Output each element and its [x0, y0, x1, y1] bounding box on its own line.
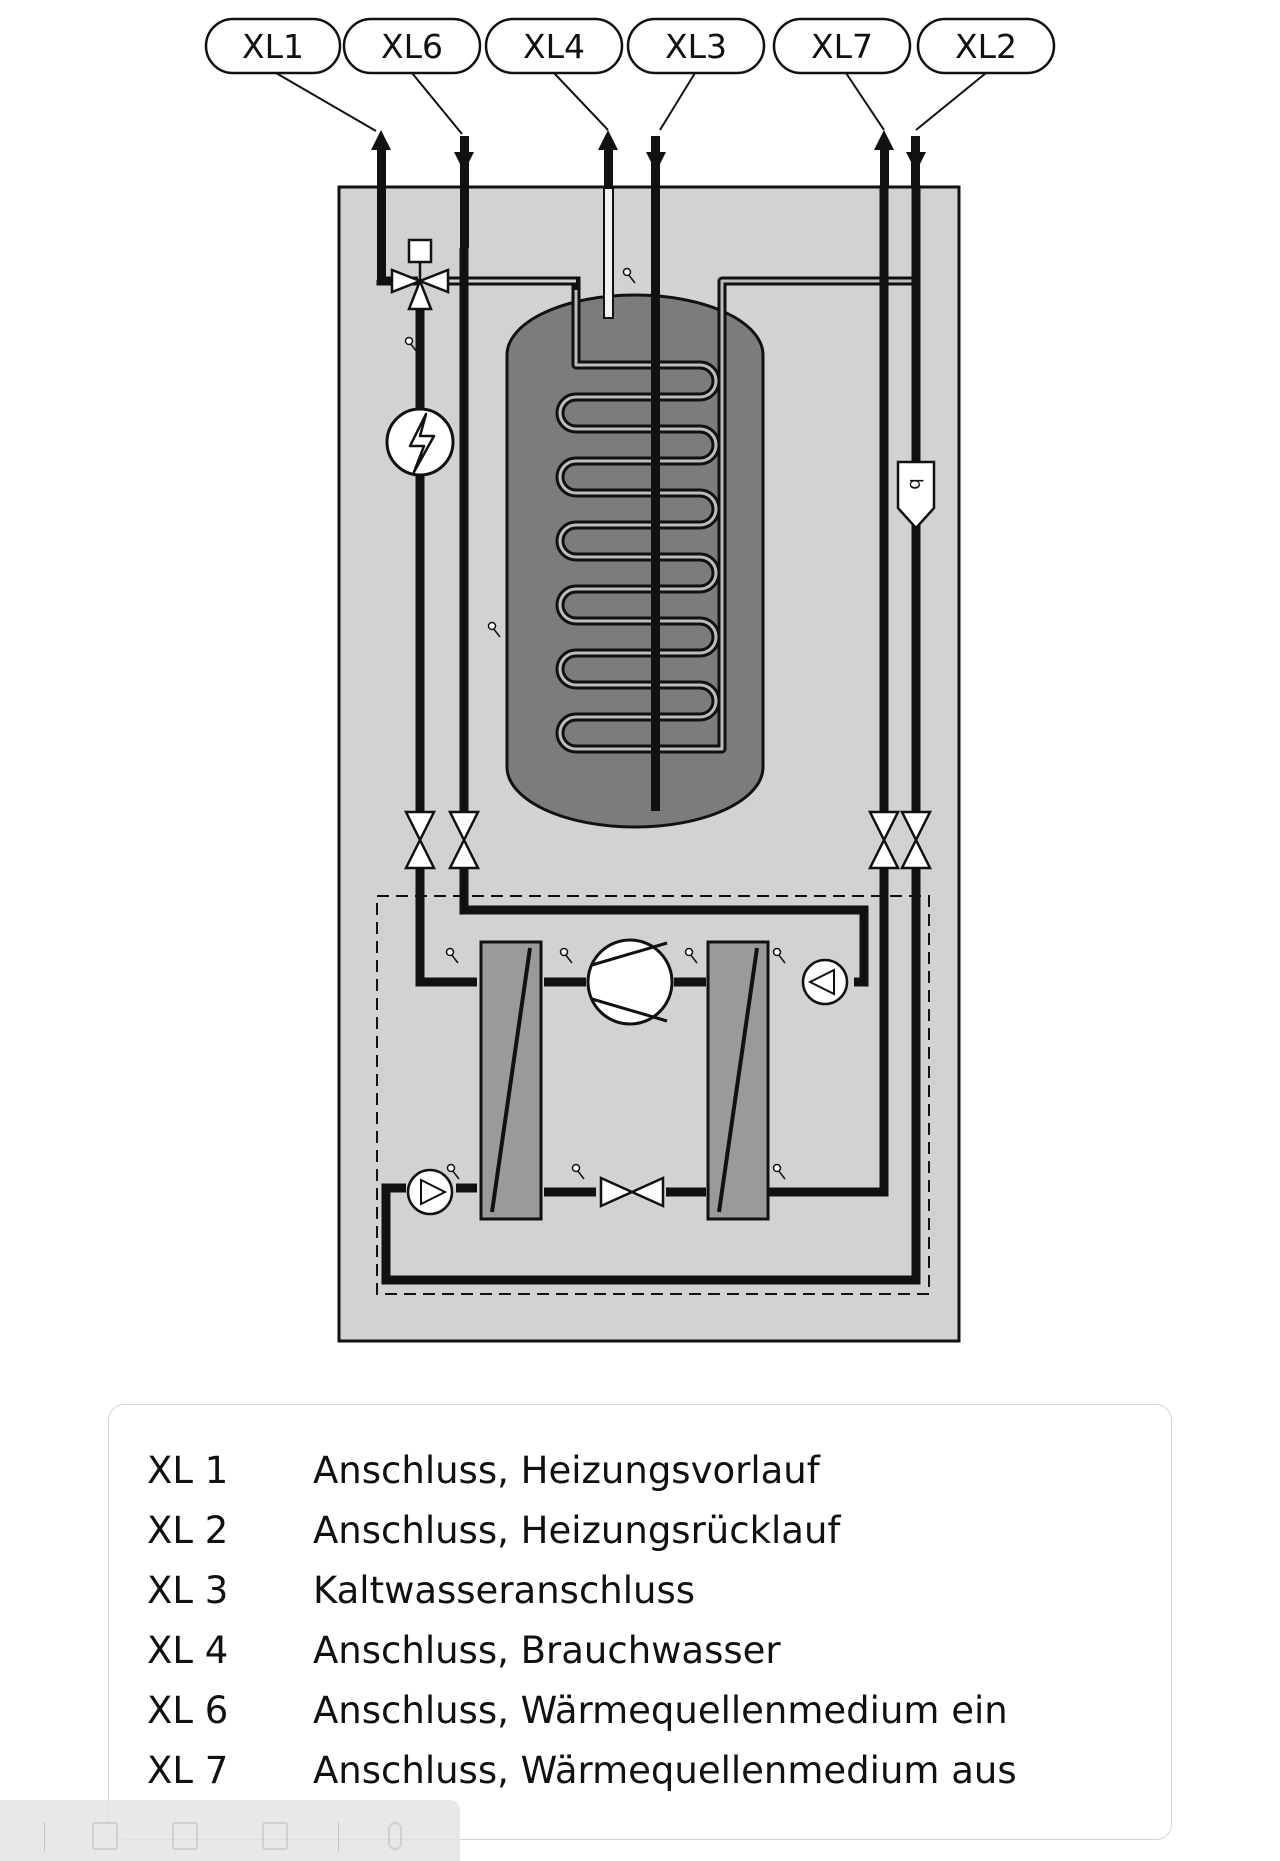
- page-fit-icon[interactable]: [92, 1822, 118, 1850]
- callout-xl6-label: XL6: [381, 27, 443, 66]
- pump-icon: [406, 1168, 454, 1216]
- legend-row-xl4: XL 4 Anschluss, Brauchwasser: [147, 1627, 781, 1675]
- connection-pipes: [371, 130, 926, 282]
- legend-code: XL 2: [147, 1509, 229, 1552]
- compressor-icon: [586, 938, 674, 1026]
- export-icon[interactable]: [262, 1822, 288, 1850]
- callout-xl1[interactable]: XL1: [204, 17, 377, 132]
- legend-code: XL 3: [147, 1569, 229, 1612]
- condenser: [479, 940, 543, 1221]
- callout-xl7-label: XL7: [811, 27, 873, 66]
- legend-description: Anschluss, Heizungsvorlauf: [313, 1449, 820, 1492]
- pump-icon: [801, 958, 849, 1006]
- legend-code: XL 7: [147, 1749, 229, 1792]
- toolbar-divider: [44, 1822, 45, 1852]
- toolbar-divider: [338, 1822, 339, 1852]
- heat-pump-schematic: XL1 XL6 XL4 XL3 XL7 XL2: [204, 17, 1056, 1343]
- info-icon[interactable]: [388, 1822, 402, 1850]
- electric-heater-icon: [385, 407, 455, 477]
- cold-water-pipe: [651, 185, 660, 811]
- three-way-valve-icon: [390, 238, 450, 311]
- callout-xl1-label: XL1: [242, 27, 304, 66]
- expansion-valve-icon: [599, 1176, 665, 1208]
- legend-row-xl2: XL 2 Anschluss, Heizungsrücklauf: [147, 1507, 840, 1555]
- callout-xl2-label: XL2: [955, 27, 1017, 66]
- legend-description: Anschluss, Brauchwasser: [313, 1629, 781, 1672]
- callout-xl6[interactable]: XL6: [342, 17, 482, 135]
- callout-xl7[interactable]: XL7: [772, 17, 912, 131]
- copy-icon[interactable]: [172, 1822, 198, 1850]
- evaporator: [706, 940, 770, 1221]
- connection-legend: XL 1 Anschluss, Heizungsvorlauf XL 2 Ansch…: [108, 1404, 1172, 1840]
- callout-xl3-label: XL3: [665, 27, 727, 66]
- shutoff-valve-icon: [403, 810, 933, 870]
- legend-row-xl7: XL 7 Anschluss, Wärmequellenmedium aus: [147, 1747, 1017, 1795]
- connection-callouts: XL1 XL6 XL4 XL3 XL7 XL2: [204, 17, 1056, 135]
- legend-description: Anschluss, Wärmequellenmedium ein: [313, 1689, 1008, 1732]
- callout-xl3[interactable]: XL3: [626, 17, 766, 131]
- legend-description: Anschluss, Heizungsrücklauf: [313, 1509, 841, 1552]
- callout-xl4-label: XL4: [523, 27, 585, 66]
- legend-row-xl1: XL 1 Anschluss, Heizungsvorlauf: [147, 1447, 820, 1495]
- filter-icon: b: [896, 460, 936, 530]
- legend-description: Kaltwasseranschluss: [313, 1569, 696, 1612]
- viewer-toolbar: [0, 1800, 460, 1861]
- legend-code: XL 4: [147, 1629, 229, 1672]
- legend-row-xl6: XL 6 Anschluss, Wärmequellenmedium ein: [147, 1687, 1008, 1735]
- callout-xl2[interactable]: XL2: [915, 17, 1056, 131]
- legend-code: XL 1: [147, 1449, 229, 1492]
- legend-code: XL 6: [147, 1689, 229, 1732]
- legend-description: Anschluss, Wärmequellenmedium aus: [313, 1749, 1017, 1792]
- svg-text:b: b: [905, 478, 926, 489]
- cooling-module-frame: [376, 895, 930, 1295]
- legend-row-xl3: XL 3 Kaltwasseranschluss: [147, 1567, 695, 1615]
- callout-xl4[interactable]: XL4: [484, 17, 624, 131]
